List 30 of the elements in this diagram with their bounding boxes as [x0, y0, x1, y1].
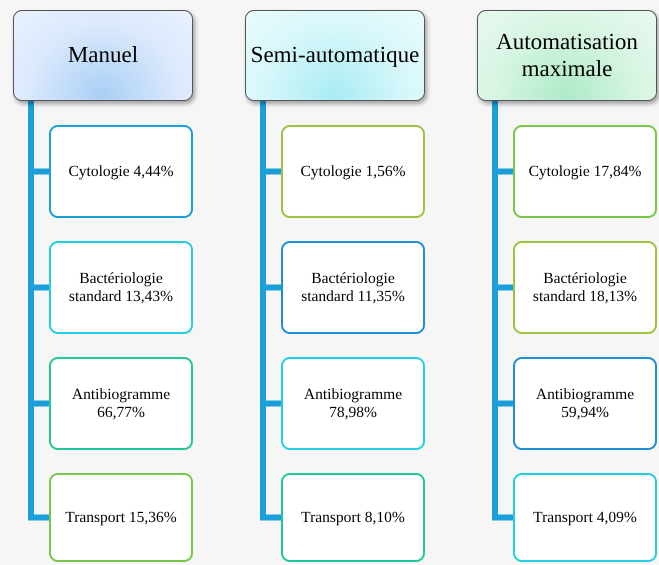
category-title: Automatisation maximale	[495, 29, 639, 82]
item-label: Transport 8,10%	[301, 508, 405, 526]
item-label: Transport 4,09%	[533, 508, 637, 526]
category-header-box	[13, 10, 193, 101]
item-label: Cytologie 1,56%	[300, 162, 406, 180]
category-title: Manuel	[68, 42, 138, 69]
item-box	[513, 473, 657, 562]
item-label: Antibiogramme 66,77%	[70, 386, 172, 422]
item-box	[281, 125, 425, 218]
item-label: Antibiogramme 59,94%	[534, 386, 636, 422]
item-box	[281, 473, 425, 562]
item-box	[49, 125, 193, 218]
item-box	[281, 241, 425, 334]
category-header-box	[245, 10, 425, 101]
item-label: Antibiogramme 78,98%	[302, 386, 404, 422]
item-box	[513, 241, 657, 334]
item-box	[281, 357, 425, 450]
item-label: Bactériologie standard 13,43%	[68, 270, 174, 306]
item-box	[49, 473, 193, 562]
item-label: Cytologie 4,44%	[68, 162, 174, 180]
item-box	[513, 357, 657, 450]
item-box	[513, 125, 657, 218]
item-box	[49, 357, 193, 450]
item-label: Transport 15,36%	[65, 508, 177, 526]
item-label: Bactériologie standard 11,35%	[300, 270, 406, 306]
item-box	[49, 241, 193, 334]
item-label: Bactériologie standard 18,13%	[532, 270, 638, 306]
category-header-box	[477, 10, 657, 101]
category-title: Semi-automatique	[250, 42, 420, 69]
item-label: Cytologie 17,84%	[528, 162, 642, 180]
